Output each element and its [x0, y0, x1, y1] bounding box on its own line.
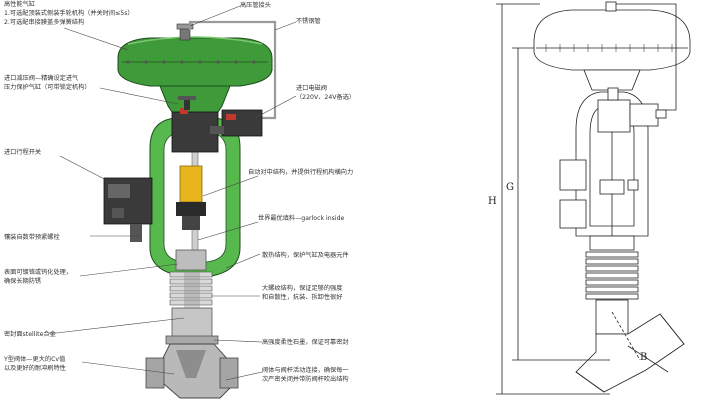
label-seal-seat: 密封面stellite合金 [4, 330, 57, 338]
label-top-title: 高性能气缸 [4, 0, 35, 8]
label-self-align: 自动对中结构，并提供行程机构横向力 [248, 168, 353, 176]
valve-body-y [145, 343, 239, 399]
line-drawing [496, 1, 691, 395]
label-top-line1: 1.可选配顶装式侧装手轮机构（并关时间≤5s） [4, 9, 134, 17]
callouts-left: 高性能气缸 1.可选配顶装式侧装手轮机构（并关时间≤5s） 2.可选配串接膜盖多… [3, 0, 134, 372]
callouts-right: 高压管接头 不锈钢管 进口电磁阀 （220V、24V备选） 自动对中结构，并提供… [240, 1, 355, 383]
label-solenoid-1: 进口电磁阀 [296, 84, 327, 92]
label-bellows-2: 和自散性，抗装、拆卸性很好 [262, 293, 342, 301]
label-air-filter-2: 压力保护气缸（可带锁定机构） [4, 83, 91, 91]
label-stainless-tube: 不锈钢管 [296, 17, 321, 25]
label-graphite-gasket: 高强度柔性石墨，保证可靠密封 [262, 338, 349, 346]
stem-coupling [179, 165, 203, 203]
label-flange-1: 阀体与阀杆活动连接，确保每一 [262, 366, 349, 374]
label-flange-2: 次严密关闭并带防阀杆吹出结构 [262, 375, 349, 383]
dimension-g: G [506, 182, 514, 193]
label-top-line2: 2.可选配串接膜盖多弹簧结构 [4, 18, 84, 26]
label-body-y-2: 以及更好的耐冲刷特性 [4, 364, 66, 372]
label-yoke-bolt: 镶装自数带预紧螺栓 [4, 233, 60, 241]
dimension-h: H [488, 196, 497, 207]
label-stem-surface-1: 表面可镀铬或钨化处理， [4, 268, 72, 276]
color-valve-drawing [103, 20, 277, 399]
label-high-pressure-tube: 高压管接头 [240, 1, 271, 9]
bonnet-extension [165, 249, 219, 345]
label-limit-switch: 进口行程开关 [4, 148, 41, 156]
limit-switch [103, 177, 153, 242]
dimension-b: B [640, 352, 647, 363]
solenoid-valve [210, 109, 263, 137]
label-solenoid-2: （220V、24V备选） [296, 93, 355, 101]
stainless-tube [188, 20, 277, 120]
actuator-housing [117, 23, 273, 87]
label-air-filter-1: 进口减压阀—精确设定进气 [4, 74, 78, 82]
label-stem-surface-2: 确保长期防锈 [4, 277, 41, 285]
label-heat-sink: 散热结构，保护气缸及电器元件 [262, 251, 349, 259]
label-body-y-1: Y型阀体—更大的Cv值 [3, 355, 65, 363]
label-bellows-1: 大螺纹结构，保证足够的强度 [262, 284, 342, 292]
label-packing: 世界最优填料—garlock inside [258, 214, 345, 222]
leader-lines [47, 5, 297, 381]
